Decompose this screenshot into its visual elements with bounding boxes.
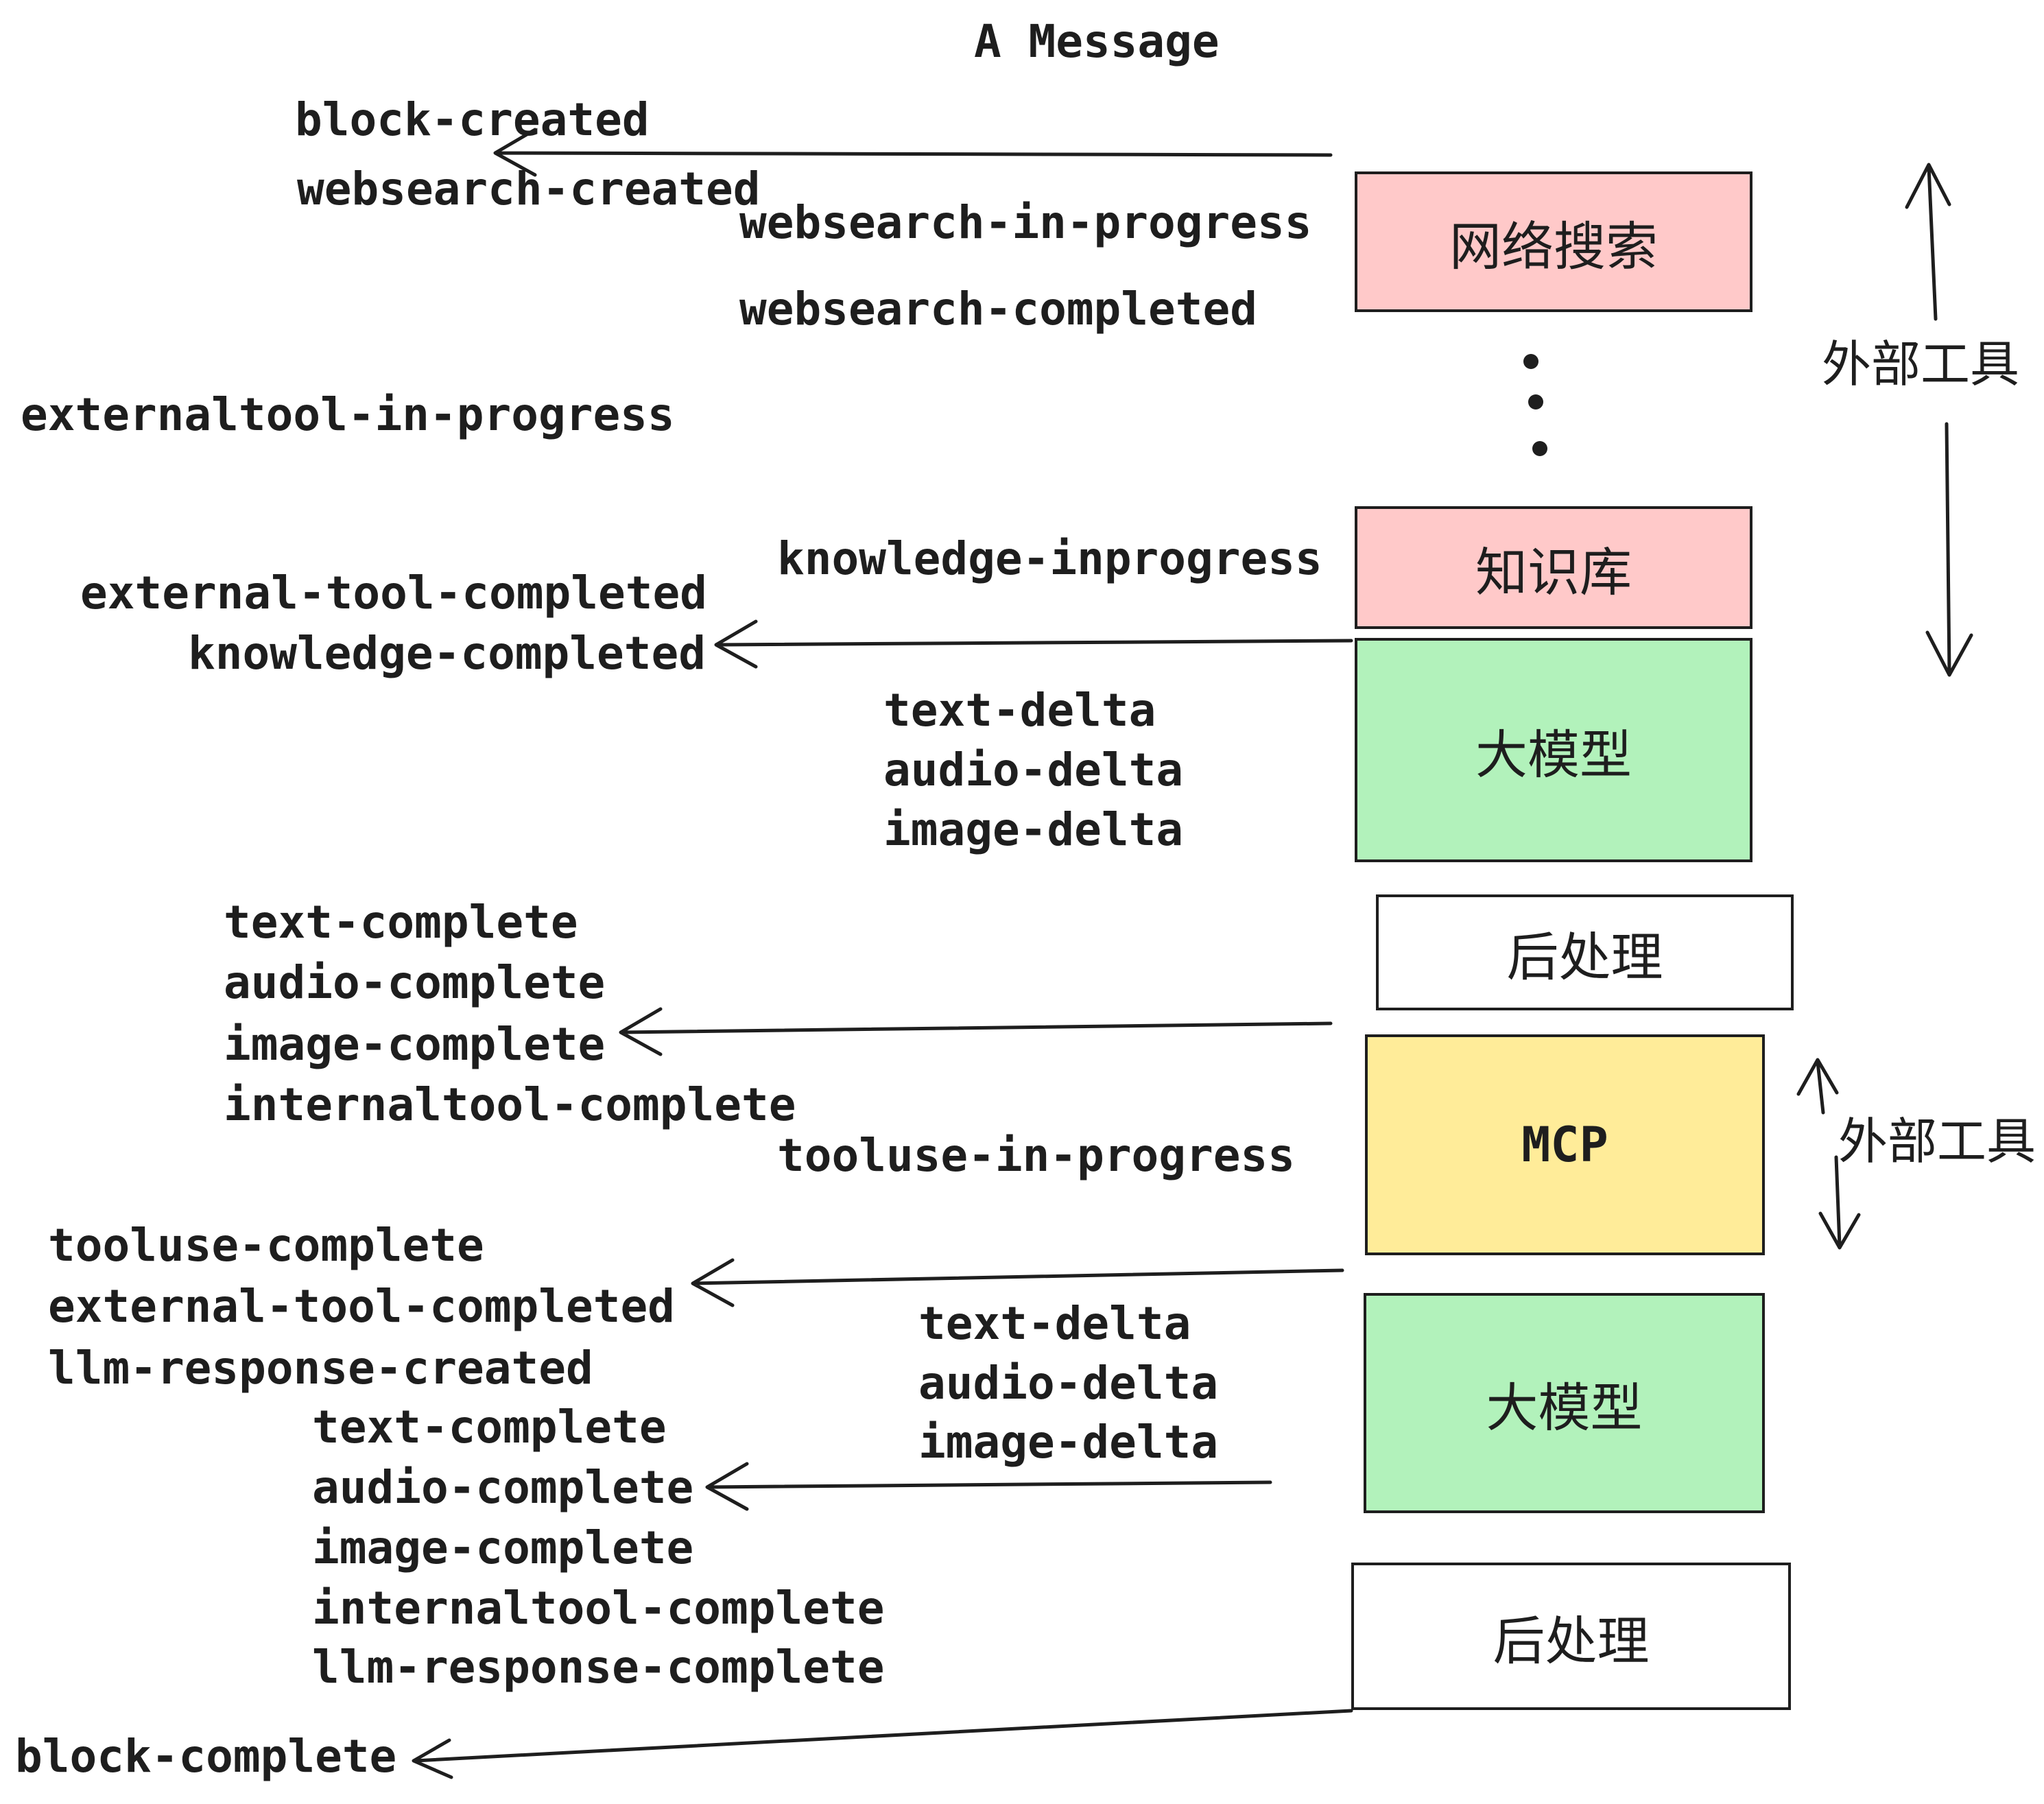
event-image-delta-2: image-delta — [918, 1416, 1219, 1469]
event-block-created: block-created — [295, 93, 650, 146]
event-audio-delta-1: audio-delta — [883, 744, 1184, 796]
arrow-external-tools-down-2 — [1818, 1155, 1861, 1250]
event-text-delta-1: text-delta — [883, 684, 1156, 737]
event-websearch-completed: websearch-completed — [739, 283, 1257, 335]
event-image-delta-1: image-delta — [883, 803, 1184, 856]
arrow-external-tools-down-1 — [1925, 422, 1973, 677]
arrow-to-audio-complete — [705, 1462, 1272, 1511]
event-knowledge-inprogress: knowledge-inprogress — [777, 532, 1322, 585]
event-text-delta-2: text-delta — [918, 1297, 1191, 1350]
event-audio-delta-2: audio-delta — [918, 1357, 1219, 1410]
box-llm-1: 大模型 — [1355, 638, 1752, 862]
event-image-complete-2: image-complete — [312, 1521, 694, 1574]
event-knowledge-completed: knowledge-completed — [188, 627, 706, 680]
event-llm-response-created: llm-response-created — [48, 1342, 593, 1394]
arrow-to-image-complete — [619, 1007, 1333, 1056]
page-title: A Message — [974, 15, 1220, 68]
event-text-complete-2: text-complete — [312, 1401, 667, 1453]
box-websearch: 网络搜索 — [1355, 171, 1752, 312]
ellipsis-dots — [1523, 354, 1547, 456]
arrow-external-tools-up-2 — [1796, 1058, 1839, 1115]
box-mcp: MCP — [1365, 1034, 1765, 1255]
arrow-to-knowledge-completed — [714, 619, 1353, 669]
event-external-tool-completed-2: external-tool-completed — [48, 1280, 675, 1333]
event-externaltool-in-progress: externaltool-in-progress — [21, 388, 675, 441]
arrow-to-external-tool-completed — [691, 1258, 1344, 1307]
box-knowledge: 知识库 — [1355, 506, 1752, 629]
arrow-to-block-created — [493, 128, 1333, 177]
event-internaltool-complete-1: internaltool-complete — [224, 1078, 796, 1131]
event-tooluse-complete: tooluse-complete — [48, 1219, 484, 1272]
event-external-tool-completed-1: external-tool-completed — [80, 567, 707, 619]
label-external-tools-1: 外部工具 — [1822, 335, 2020, 393]
event-text-complete-1: text-complete — [224, 896, 578, 949]
event-audio-complete-1: audio-complete — [224, 956, 606, 1009]
arrow-to-block-complete — [412, 1709, 1353, 1779]
event-audio-complete-2: audio-complete — [312, 1461, 694, 1514]
event-websearch-created: websearch-created — [297, 163, 761, 215]
event-block-complete: block-complete — [15, 1730, 397, 1783]
box-llm-2: 大模型 — [1364, 1293, 1765, 1513]
event-tooluse-in-progress: tooluse-in-progress — [777, 1129, 1295, 1182]
arrow-external-tools-up-1 — [1905, 163, 1951, 321]
box-postprocess-1: 后处理 — [1376, 894, 1794, 1010]
box-postprocess-2: 后处理 — [1351, 1563, 1791, 1710]
label-external-tools-2: 外部工具 — [1838, 1113, 2036, 1170]
event-image-complete-1: image-complete — [224, 1018, 606, 1071]
event-internaltool-complete-2: internaltool-complete — [312, 1582, 885, 1635]
event-llm-response-complete: llm-response-complete — [312, 1641, 885, 1694]
event-websearch-in-progress: websearch-in-progress — [739, 196, 1312, 249]
